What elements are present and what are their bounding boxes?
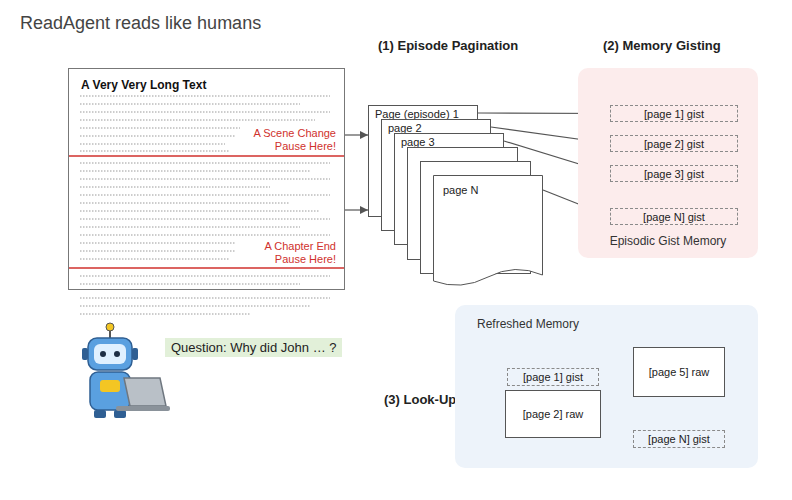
arrow-connector — [345, 134, 368, 135]
page-card: page N — [433, 175, 543, 287]
diagram-title: ReadAgent reads like humans — [20, 13, 261, 34]
node-text: [page 2] raw — [523, 408, 584, 420]
node-text: [page 3] gist — [644, 168, 704, 180]
node-text: Episodic Gist Memory — [578, 234, 758, 248]
node-text: [page N] gist — [643, 211, 705, 223]
node-text: A Scene Change Pause Here! — [244, 127, 336, 153]
gist-box: [page N] gist — [610, 208, 738, 225]
raw-page-box: [page 5] raw — [633, 347, 725, 397]
node-text: [page 1] gist — [523, 371, 583, 383]
gist-box: [page 3] gist — [610, 165, 738, 182]
node-text: [page 2] gist — [644, 138, 704, 150]
document-page: A Very Very Long Text A Scene Change Paus… — [68, 68, 345, 290]
question-box: Question: Why did John … ? — [165, 338, 342, 357]
gist-box: [page 1] gist — [610, 105, 738, 122]
step-heading: (1) Episode Pagination — [378, 38, 518, 53]
node-text: A Very Very Long Text — [81, 78, 206, 92]
node-text: [page N] gist — [648, 433, 710, 445]
robot-illustration — [76, 322, 172, 422]
arrow-connector — [345, 209, 368, 210]
gist-box: [page 1] gist — [507, 368, 599, 386]
step-heading: (3) Look-Up — [384, 392, 456, 407]
node-text: page N — [433, 175, 543, 205]
node-text: A Chapter End Pause Here! — [244, 240, 336, 266]
node-text: [page 5] raw — [649, 366, 710, 378]
gist-box: [page N] gist — [633, 430, 725, 448]
node-text: Question: Why did John … ? — [171, 340, 336, 355]
step-heading: (2) Memory Gisting — [603, 38, 721, 53]
node-text: [page 1] gist — [644, 108, 704, 120]
raw-page-box: [page 2] raw — [505, 390, 601, 438]
refreshed-memory-panel: Refreshed Memory [page 1] gist [page 2] ra… — [455, 305, 758, 468]
gist-box: [page 2] gist — [610, 135, 738, 152]
gist-memory-panel: Episodic Gist Memory [page 1] gist [page 2… — [578, 68, 758, 258]
node-text: Refreshed Memory — [477, 317, 579, 331]
